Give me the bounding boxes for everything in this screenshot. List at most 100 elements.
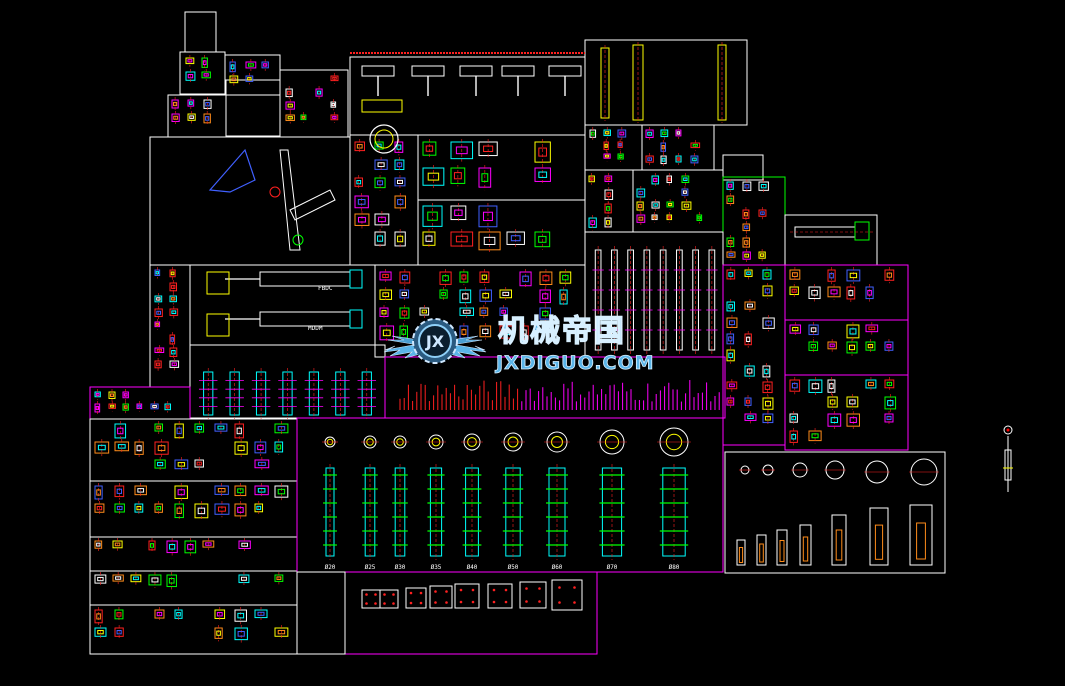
cad-entity [594, 249, 602, 351]
pivot [269, 186, 281, 198]
cad-entity [357, 199, 366, 205]
pin-body [835, 529, 843, 561]
cad-entity [377, 162, 385, 168]
cad-entity [187, 544, 194, 550]
cad-entity [522, 275, 529, 283]
cad-entity [217, 506, 226, 512]
pin-body [916, 522, 926, 560]
cad-entity [425, 145, 434, 152]
cad-entity [811, 383, 820, 390]
cad-entity [110, 393, 115, 398]
cad-entity [203, 73, 209, 77]
cad-entity [156, 310, 161, 315]
cad-entity [764, 288, 771, 294]
ucs-axis-icon[interactable] [1003, 425, 1013, 492]
cad-entity [382, 329, 391, 337]
cad-entity [667, 177, 671, 182]
cad-entity [196, 461, 202, 466]
cad-entity [747, 415, 754, 419]
cad-entity [791, 433, 797, 440]
guide-bar-end [854, 221, 870, 241]
cad-entity [97, 444, 106, 451]
cad-entity [454, 209, 463, 216]
cad-entity [157, 445, 166, 452]
cad-entity [728, 304, 734, 309]
cad-entity [561, 293, 566, 301]
cad-entity [538, 171, 548, 178]
cad-entity [377, 235, 384, 242]
cad-entity [661, 144, 665, 150]
cylinder-end-view [206, 271, 230, 295]
cad-entity [170, 337, 174, 342]
cad-entity [692, 249, 699, 351]
cad-entity [237, 488, 244, 494]
bolt-hole [383, 593, 386, 596]
cad-entity [381, 310, 387, 315]
cad-entity [683, 177, 688, 182]
cad-entity [171, 310, 177, 314]
cad-entity [136, 445, 142, 452]
cad-entity [849, 417, 857, 424]
cad-entity [171, 350, 176, 355]
cad-entity [277, 426, 286, 431]
cad-entity [765, 320, 772, 326]
cad-entity [401, 291, 407, 297]
cad-entity [461, 329, 467, 335]
cad-entity [155, 322, 159, 326]
cad-entity [96, 613, 101, 620]
cad-entity [867, 381, 874, 387]
cad-entity [461, 274, 467, 280]
cad-entity [301, 115, 306, 119]
cad-entity [659, 249, 667, 351]
cad-entity [728, 183, 733, 188]
cad-entity [638, 216, 644, 221]
cad-entity [187, 73, 194, 79]
cad-entity [382, 273, 389, 279]
cad-entity [205, 116, 210, 121]
bolt-hole [471, 600, 475, 604]
cad-entity [287, 116, 293, 120]
bolt-hole [492, 600, 496, 604]
flange-size-label: Ø20 [325, 564, 336, 571]
cad-entity [728, 197, 733, 202]
cad-entity [611, 249, 618, 351]
cad-entity [237, 507, 244, 513]
cad-entity [764, 416, 771, 421]
cad-entity [482, 292, 490, 299]
brand-en: JXDIGUO.COM [494, 352, 655, 374]
cad-entity [746, 399, 751, 404]
cad-entity [277, 629, 286, 635]
cad-entity [810, 327, 817, 333]
bolt-hole [383, 602, 386, 605]
cad-entity [116, 630, 122, 635]
cad-entity [397, 235, 404, 243]
cad-entity [401, 329, 407, 335]
cad-entity [96, 505, 103, 511]
link-arm [289, 189, 336, 221]
flange-plate [454, 583, 480, 609]
bolt-hole [504, 588, 508, 592]
flange-size-label: Ø30 [395, 564, 406, 571]
bolt-hole [419, 601, 423, 605]
cad-entity [136, 505, 142, 511]
frame-sheet [296, 571, 346, 655]
brand-cn: 机械帝国 [498, 314, 626, 349]
cad-entity [168, 577, 175, 584]
cad-entity [886, 272, 893, 278]
pin-body [874, 524, 884, 560]
cad-entity [137, 488, 145, 493]
cad-entity [116, 612, 122, 617]
watermark-logo: JX 机械帝国 JXDIGUO.COM [383, 313, 655, 374]
bolt-hole [459, 588, 463, 592]
cad-entity [425, 235, 433, 242]
cad-entity [256, 505, 262, 510]
bolt-hole [538, 587, 541, 590]
cad-entity [728, 352, 733, 359]
cad-entity [202, 60, 207, 66]
cad-entity [829, 272, 834, 279]
cad-entity [764, 400, 771, 407]
cad-entity [123, 393, 128, 397]
cad-entity [848, 290, 854, 296]
cad-entity [867, 289, 872, 296]
